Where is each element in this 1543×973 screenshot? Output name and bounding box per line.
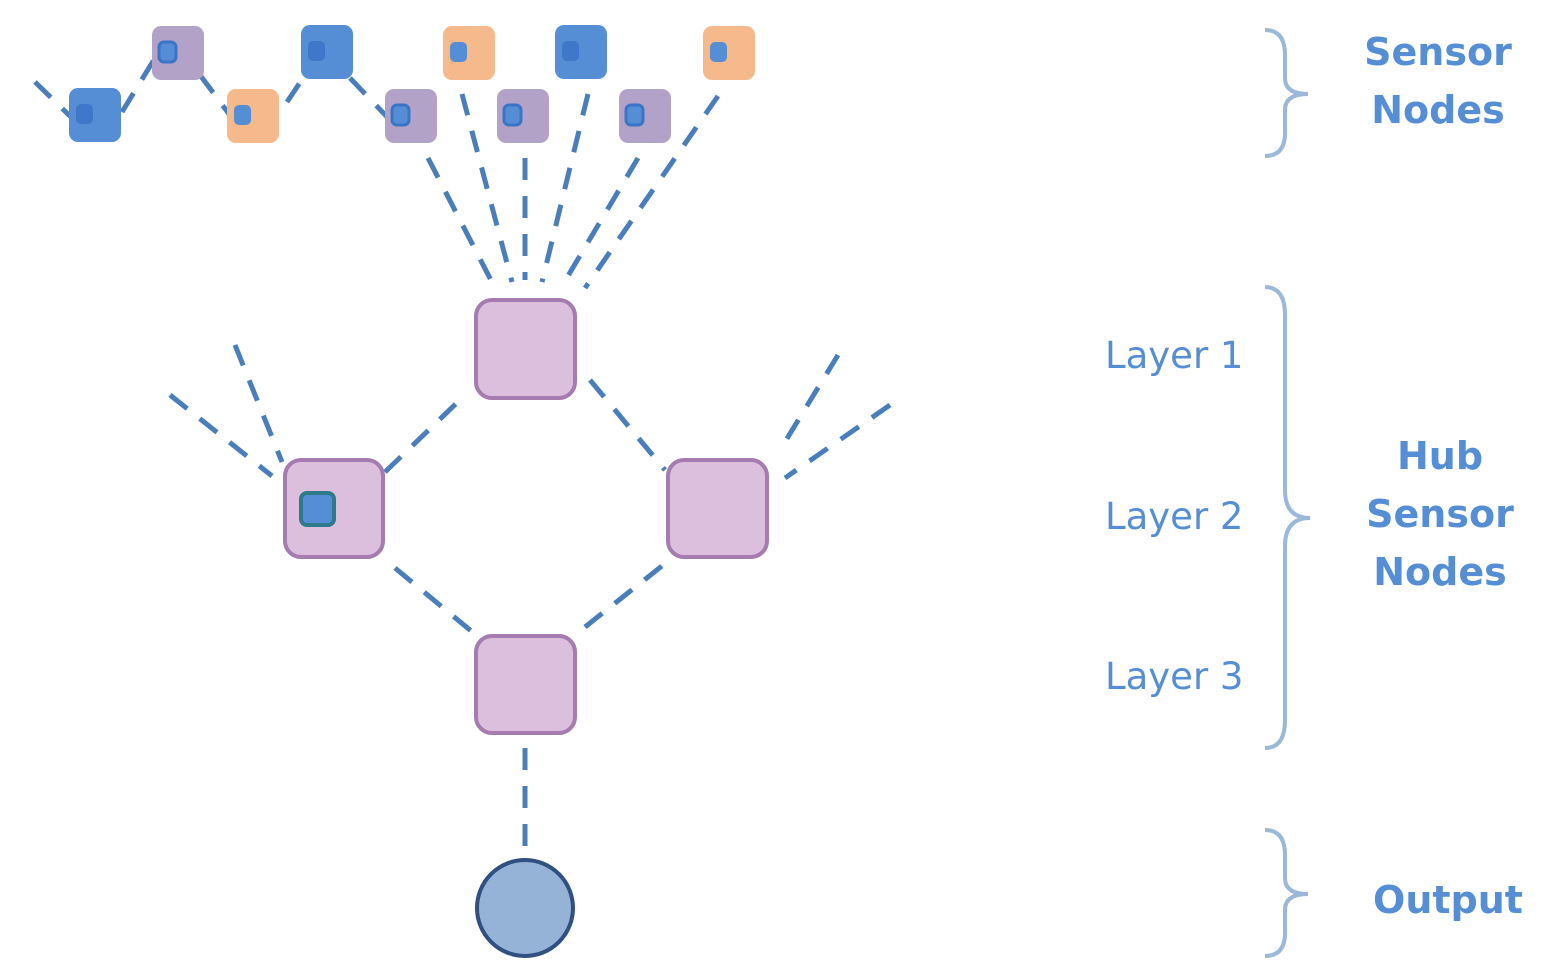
edge [539,93,591,283]
brace-hub-sensor-nodes [1264,285,1311,750]
sensor-node-blue [69,88,121,142]
hub-node-layer-3 [474,634,577,735]
edge [425,156,498,290]
output-label: Output [1373,878,1523,922]
edge [459,93,515,283]
sensor-node-orange [443,26,495,80]
edge [783,402,892,481]
hub-label-line3: Nodes [1373,550,1507,594]
sensor-node-orange [227,89,279,143]
layer-3-label: Layer 3 [1105,655,1243,698]
edge [383,393,467,474]
sensor-inner-chip [502,103,523,127]
sensor-node-purple [152,26,204,80]
sensor-inner-chip [308,41,325,61]
edge [33,80,74,120]
sensor-nodes-label-line1: Sensor [1364,30,1512,74]
sensor-inner-chip [562,41,579,61]
edge [582,94,721,290]
sensor-inner-chip [390,103,411,127]
hub-label-line1: Hub [1397,434,1483,478]
sensor-edges [33,56,892,850]
edge [284,73,308,104]
edge [777,353,841,452]
output-node [475,858,575,958]
sensor-inner-chip [234,105,251,125]
sensor-node-blue [301,25,353,79]
edge [393,566,484,642]
sensor-inner-chip [76,104,93,124]
layer-2-label: Layer 2 [1105,495,1243,538]
brace-output [1264,828,1309,958]
edge [197,73,235,120]
sensor-node-purple [619,89,671,143]
sensor-node-blue [555,25,607,79]
sensor-node-purple [385,89,437,143]
sensor-inner-chip [624,103,645,127]
sensor-inner-chip [157,40,178,64]
edge [232,344,285,463]
layer-1-label: Layer 1 [1105,334,1243,377]
embedded-sensor-node [299,491,336,527]
edge [559,156,641,288]
sensor-node-orange [703,26,755,80]
brace-sensor-nodes [1264,28,1309,158]
sensor-inner-chip [710,42,727,62]
sensor-nodes-label-line2: Nodes [1371,88,1505,132]
edge [119,56,158,114]
edge [588,378,667,472]
edge [168,393,274,478]
sensor-node-purple [497,89,549,143]
sensor-inner-chip [450,42,467,62]
edge [348,76,392,122]
hub-node-layer-1 [474,298,577,400]
sensor-nodes [69,25,755,143]
hub-node-layer-2-right [666,458,769,559]
hub-label-line2: Sensor [1366,492,1514,536]
edge [583,556,674,629]
